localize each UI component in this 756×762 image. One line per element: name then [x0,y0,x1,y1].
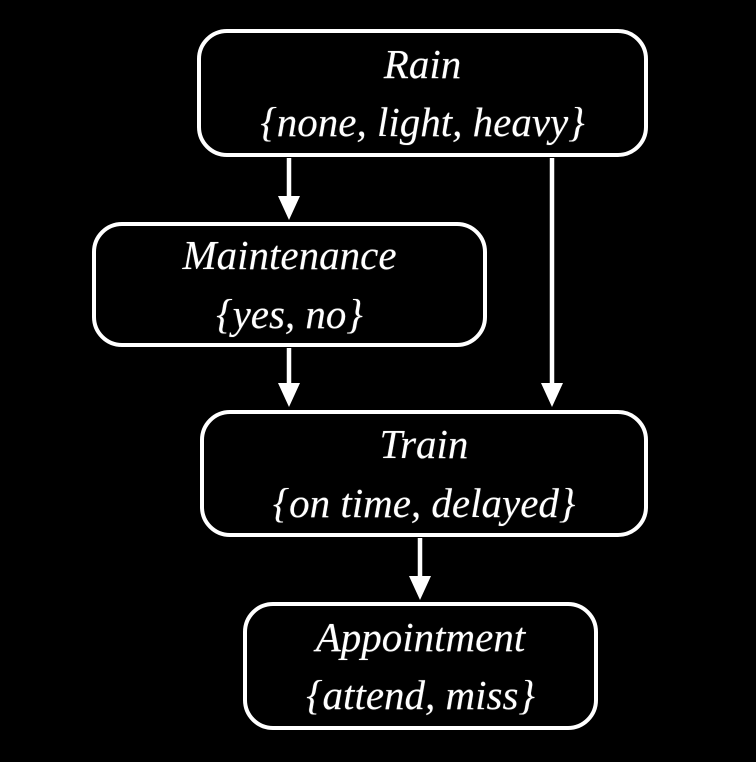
node-maintenance-values: {yes, no} [216,290,363,337]
node-rain-values: {none, light, heavy} [260,99,585,145]
node-maintenance: Maintenance {yes, no} [92,222,487,347]
node-appointment: Appointment {attend, miss} [243,602,598,730]
node-train: Train {on time, delayed} [200,410,648,537]
node-train-label: Train [379,421,469,468]
edge-rain-to-train-arrow [541,158,563,407]
edge-maintenance-to-train-arrow [278,348,300,407]
node-rain-label: Rain [383,40,462,87]
node-appointment-values: {attend, miss} [306,672,535,718]
node-appointment-label: Appointment [315,613,526,660]
node-maintenance-label: Maintenance [182,232,397,279]
node-rain: Rain {none, light, heavy} [197,29,648,157]
edge-rain-to-maintenance-arrow [278,158,300,220]
edge-train-to-appointment-arrow [409,538,431,600]
node-train-values: {on time, delayed} [272,479,576,526]
